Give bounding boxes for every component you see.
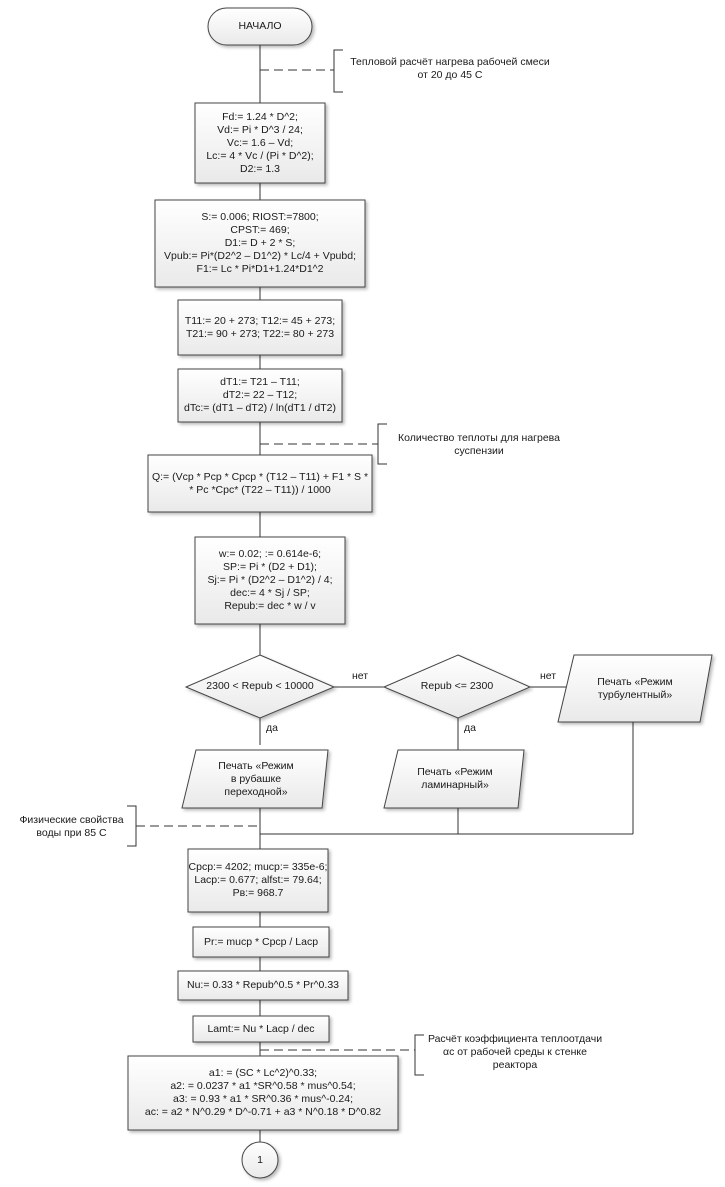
process-block-temp-diff xyxy=(177,368,343,423)
connector-label: 1 xyxy=(257,1153,263,1166)
block-water-text: Cpcp:= 4202; mucp:= 335e-6; Lacp:= 0.677… xyxy=(188,861,328,899)
note-coeff: Расчёт коэффициента теплоотдачи αс от ра… xyxy=(427,1033,603,1071)
process-block-heat xyxy=(147,454,373,513)
note-heat-amount: Количество теплоты для нагрева суспензии xyxy=(398,432,560,457)
decision-transitional-text: 2300 < Repub < 10000 xyxy=(206,680,314,692)
process-block-nusselt xyxy=(177,970,349,1001)
output-transitional xyxy=(181,749,329,809)
decision-laminar xyxy=(382,654,532,719)
process-block-temperatures xyxy=(177,299,343,356)
flow-shapes xyxy=(127,7,713,1179)
edge-yes-1: да xyxy=(266,722,278,734)
start-label: НАЧАЛО xyxy=(238,20,282,32)
start-terminal xyxy=(207,7,313,46)
process-block-water xyxy=(187,848,329,913)
block-alpha-text: a1: = (SC * Lc^2)^0.33; a2: = 0.0237 * a… xyxy=(144,1067,382,1118)
decision-laminar-text: Repub <= 2300 xyxy=(420,680,494,692)
output-transitional-text: Печать «Режим в рубашке переходной» xyxy=(218,759,294,798)
output-turbulent xyxy=(557,654,713,723)
process-block-alpha xyxy=(127,1055,399,1131)
block-heat-text: Q:= (Vcp * Pcp * Cpcp * (T12 – T11) + F1… xyxy=(151,470,369,496)
block-temperatures-text: T11:= 20 + 273; T12:= 45 + 273; T21:= 90… xyxy=(184,314,336,340)
block-reynolds-text: w:= 0.02; := 0.614e-6; SP:= Pi * (D2 + D… xyxy=(207,548,333,612)
flow-lines xyxy=(127,45,634,1142)
block-jacket-text: S:= 0.006; RIOST:=7800; CPST:= 469; D1:=… xyxy=(164,211,356,275)
output-laminar-text: Печать «Режим ламинарный» xyxy=(417,766,493,791)
edge-no-1: нет xyxy=(352,670,369,682)
output-laminar xyxy=(383,749,525,809)
process-block-reynolds xyxy=(194,536,346,625)
edge-yes-2: да xyxy=(464,722,476,734)
block-dimensions-text: Fd:= 1.24 * D^2; Vd:= Pi * D^3 / 24; Vc:… xyxy=(206,110,314,175)
annotation-lines xyxy=(136,69,415,1051)
note-thermal: Тепловой расчёт нагрева рабочей смеси от… xyxy=(350,56,550,81)
note-water: Физические свойства воды при 85 С xyxy=(19,814,124,839)
decision-transitional xyxy=(184,654,336,719)
block-prandtl-text: Pr:= mucp * Cpcp / Lacp xyxy=(203,935,319,948)
process-block-prandtl xyxy=(192,926,330,958)
process-block-dimensions xyxy=(194,102,326,184)
block-lambda-text: Lamt:= Nu * Lacp / dec xyxy=(207,1022,315,1035)
process-block-jacket xyxy=(154,199,366,288)
connector-circle xyxy=(241,1141,279,1179)
block-nusselt-text: Nu:= 0.33 * Repub^0.5 * Pr^0.33 xyxy=(187,979,339,991)
block-temp-diff-text: dT1:= T21 – T11; dT2:= 22 – T12; dTc:= (… xyxy=(183,376,336,414)
edge-no-2: нет xyxy=(540,670,557,682)
process-block-lambda xyxy=(192,1015,330,1043)
output-turbulent-text: Печать «Режим турбулентный» xyxy=(597,675,673,701)
